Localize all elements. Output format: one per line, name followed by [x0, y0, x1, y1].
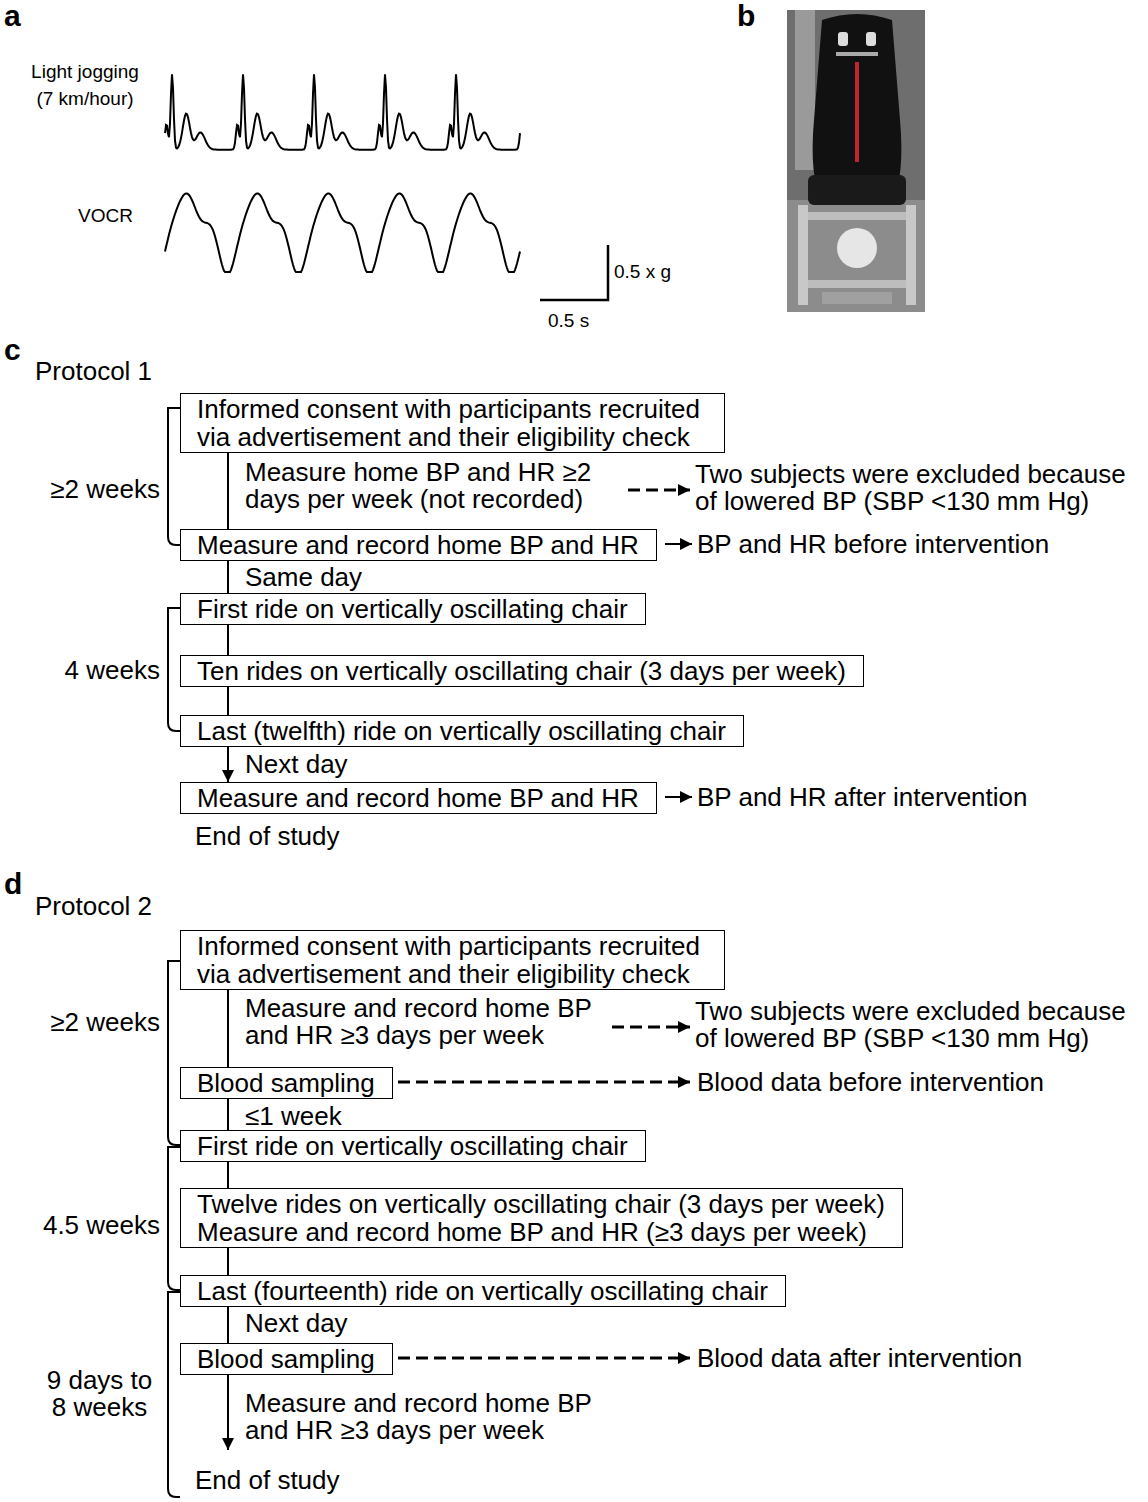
process-box: Informed consent with participants recru… [180, 930, 725, 990]
annotation-text: Same day [245, 563, 362, 591]
scale-bar [540, 245, 608, 300]
flow-connector [227, 1248, 229, 1275]
panel-letter: d [4, 864, 22, 903]
leader-arrow [665, 796, 692, 798]
jogging-trace [165, 74, 520, 150]
flow-connector [227, 1099, 229, 1130]
frame-ball [837, 228, 877, 268]
dashed-arrow [398, 1081, 690, 1084]
box-text: Measure and record home BP and HR [197, 784, 640, 812]
frame-bar [808, 212, 906, 220]
box-text: Blood sampling [197, 1069, 376, 1097]
dashed-arrow [398, 1357, 690, 1360]
flow-connector [227, 561, 229, 593]
dashed-arrow [628, 489, 690, 492]
annotation-text: VOCR [78, 203, 133, 228]
seat-stripe [855, 62, 859, 162]
dashed-arrow [612, 1026, 690, 1029]
annotation-text: Two subjects were excluded because of lo… [695, 998, 1143, 1052]
annotation-text: ≥2 weeks [10, 475, 160, 503]
photo-door [795, 10, 815, 170]
bracket [168, 1292, 180, 1497]
panel-letter: a [4, 0, 21, 35]
annotation-text: Next day [245, 750, 348, 778]
flow-connector [227, 1162, 229, 1188]
flow-arrow [227, 1375, 229, 1450]
annotation-text: Light jogging (7 km/hour) [25, 58, 145, 112]
panel-letter: c [4, 330, 21, 369]
bracket [168, 408, 180, 545]
annotation-text: Protocol 1 [35, 357, 152, 385]
box-text: Informed consent with participants recru… [197, 932, 708, 988]
chair-photo [787, 10, 925, 312]
process-box: Blood sampling [180, 1343, 393, 1375]
annotation-text: Measure home BP and HR ≥2 days per week … [245, 459, 625, 513]
box-text: First ride on vertically oscillating cha… [197, 595, 629, 623]
process-box: Measure and record home BP and HR [180, 529, 657, 561]
box-text: Ten rides on vertically oscillating chai… [197, 657, 847, 685]
vocr-trace [165, 194, 520, 273]
process-box: Ten rides on vertically oscillating chai… [180, 655, 864, 687]
photo-wall [787, 10, 925, 312]
seat-hole [866, 32, 876, 46]
flow-connector [227, 990, 229, 1067]
annotation-text: BP and HR before intervention [697, 530, 1049, 558]
seat-logo [836, 52, 878, 56]
annotation-text: Measure and record home BP and HR ≥3 day… [245, 995, 607, 1049]
process-box: Measure and record home BP and HR [180, 782, 657, 814]
flow-connector [227, 747, 229, 782]
box-text: Informed consent with participants recru… [197, 395, 708, 451]
frame-rail [798, 205, 808, 305]
annotation-text: 4.5 weeks [10, 1211, 160, 1239]
annotation-text: 9 days to 8 weeks [42, 1367, 157, 1421]
seat-hole [838, 32, 848, 46]
process-box: Last (twelfth) ride on vertically oscill… [180, 715, 744, 747]
annotation-text: Two subjects were excluded because of lo… [695, 461, 1143, 515]
flow-connector [227, 453, 229, 529]
annotation-text: ≤1 week [245, 1102, 342, 1130]
bracket [168, 608, 180, 731]
box-text: Last (fourteenth) ride on vertically osc… [197, 1277, 769, 1305]
frame-rail [906, 205, 916, 305]
panel-letter: b [737, 0, 755, 35]
annotation-text: Protocol 2 [35, 892, 152, 920]
bracket [168, 961, 180, 1145]
annotation-text: 4 weeks [10, 656, 160, 684]
box-text: Last (twelfth) ride on vertically oscill… [197, 717, 727, 745]
annotation-text: Blood data after intervention [697, 1344, 1022, 1372]
process-box: Twelve rides on vertically oscillating c… [180, 1188, 903, 1248]
box-text: Blood sampling [197, 1345, 376, 1373]
leader-arrow [665, 543, 692, 545]
annotation-text: End of study [195, 1466, 340, 1494]
annotation-text: End of study [195, 822, 340, 850]
frame-bar [808, 280, 906, 288]
annotation-text: 0.5 s [548, 308, 589, 333]
flow-connector [227, 625, 229, 655]
annotation-text: BP and HR after intervention [697, 783, 1027, 811]
flow-connector [227, 1307, 229, 1343]
box-text: Twelve rides on vertically oscillating c… [197, 1190, 886, 1218]
process-box: First ride on vertically oscillating cha… [180, 1130, 646, 1162]
box-text: First ride on vertically oscillating cha… [197, 1132, 629, 1160]
bracket [168, 1147, 180, 1290]
box-text: Measure and record home BP and HR (≥3 da… [197, 1218, 886, 1246]
process-box: Last (fourteenth) ride on vertically osc… [180, 1275, 786, 1307]
frame-base [822, 292, 892, 304]
flow-connector [227, 687, 229, 715]
annotation-text: 0.5 x g [614, 259, 671, 284]
process-box: Blood sampling [180, 1067, 393, 1099]
annotation-text: ≥2 weeks [10, 1008, 160, 1036]
annotation-text: Measure and record home BP and HR ≥3 day… [245, 1390, 607, 1444]
brackets [168, 408, 180, 1497]
annotation-text: Next day [245, 1309, 348, 1337]
annotation-text: Blood data before intervention [697, 1068, 1044, 1096]
seat-cushion [808, 175, 906, 205]
photo-floor [787, 200, 925, 312]
process-box: Informed consent with participants recru… [180, 393, 725, 453]
box-text: Measure and record home BP and HR [197, 531, 640, 559]
process-box: First ride on vertically oscillating cha… [180, 593, 646, 625]
